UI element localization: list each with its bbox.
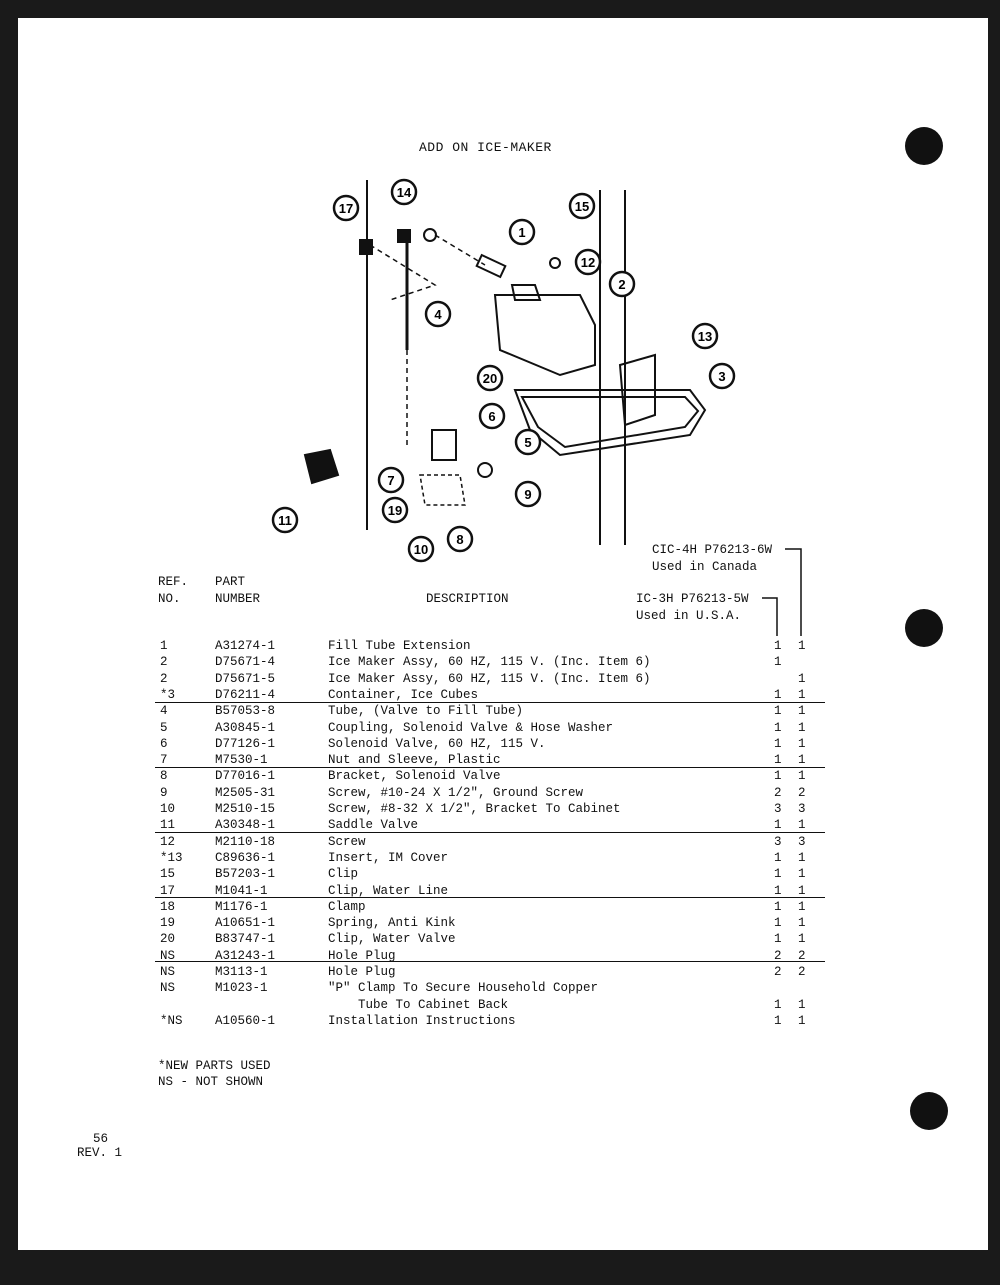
table-divider — [155, 897, 825, 898]
page-title: ADD ON ICE-MAKER — [419, 140, 552, 155]
svg-text:6: 6 — [488, 409, 495, 424]
svg-text:14: 14 — [397, 185, 412, 200]
punch-hole-2 — [905, 609, 943, 647]
callout-11: 11 — [271, 506, 299, 534]
svg-text:11: 11 — [278, 513, 292, 528]
callout-8: 8 — [446, 525, 474, 553]
svg-text:7: 7 — [387, 473, 394, 488]
svg-text:3: 3 — [718, 369, 725, 384]
parts-diagram: 17 14 1 15 12 2 4 13 3 20 6 5 7 9 19 8 1… — [271, 178, 736, 563]
svg-text:10: 10 — [414, 542, 428, 557]
table-divider — [155, 767, 825, 768]
callout-4: 4 — [424, 300, 452, 328]
callout-13: 13 — [691, 322, 719, 350]
callout-14: 14 — [390, 178, 418, 206]
svg-text:19: 19 — [388, 503, 402, 518]
svg-text:15: 15 — [575, 199, 589, 214]
callout-6: 6 — [478, 402, 506, 430]
svg-text:1: 1 — [518, 225, 525, 240]
header-model-canada: CIC-4H P76213-6W Used in Canada — [652, 543, 773, 574]
svg-text:2: 2 — [618, 277, 625, 292]
svg-text:17: 17 — [339, 201, 353, 216]
page-number: 56 — [93, 1132, 109, 1146]
revision-label: REV. 1 — [77, 1146, 123, 1160]
table-divider — [155, 702, 825, 703]
callout-1: 1 — [508, 218, 536, 246]
header-part-number: PART NUMBER — [215, 575, 261, 606]
callout-3: 3 — [708, 362, 736, 390]
footnote-new-parts: *NEW PARTS USED — [158, 1059, 271, 1073]
svg-text:8: 8 — [456, 532, 463, 547]
callout-12: 12 — [574, 248, 602, 276]
callout-15: 15 — [568, 192, 596, 220]
callout-20: 20 — [476, 364, 504, 392]
table-divider — [155, 961, 825, 962]
svg-text:12: 12 — [581, 255, 595, 270]
callout-10: 10 — [407, 535, 435, 563]
table-divider — [155, 832, 825, 833]
callout-5: 5 — [514, 428, 542, 456]
callout-19: 19 — [381, 496, 409, 524]
header-model-usa: IC-3H P76213-5W Used in U.S.A. — [636, 592, 749, 623]
callout-2: 2 — [608, 270, 636, 298]
punch-hole-3 — [910, 1092, 948, 1130]
svg-text:5: 5 — [524, 435, 531, 450]
header-description: DESCRIPTION — [426, 592, 509, 606]
callout-7: 7 — [377, 466, 405, 494]
callout-9: 9 — [514, 480, 542, 508]
svg-text:13: 13 — [698, 329, 712, 344]
svg-text:20: 20 — [483, 371, 497, 386]
svg-text:9: 9 — [524, 487, 531, 502]
document-page — [18, 18, 988, 1250]
header-ref-no: REF. NO. — [158, 575, 189, 606]
callout-17: 17 — [332, 194, 360, 222]
punch-hole-1 — [905, 127, 943, 165]
footnote-not-shown: NS - NOT SHOWN — [158, 1075, 264, 1089]
svg-text:4: 4 — [434, 307, 442, 322]
